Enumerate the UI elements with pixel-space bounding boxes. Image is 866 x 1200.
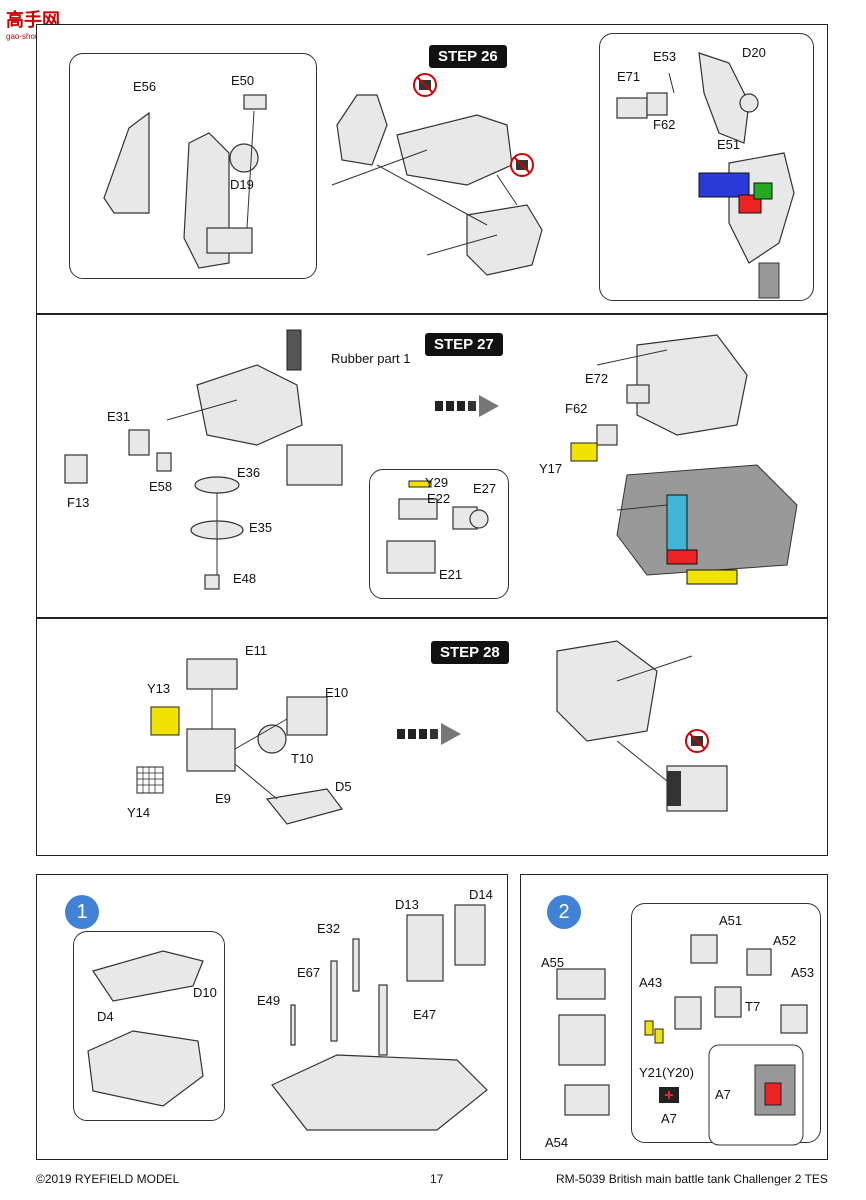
step-26-right-parts	[616, 52, 795, 299]
part-e35: E35	[249, 520, 273, 535]
footer-product: RM-5039 British main battle tank Challen…	[556, 1172, 828, 1186]
part-e72: E72	[585, 371, 609, 386]
sub-panel-1-main-parts	[271, 904, 488, 1131]
step-28-badge: STEP 28	[431, 641, 509, 664]
part-f13: F13	[67, 495, 90, 510]
part-e48: E48	[233, 571, 257, 586]
part-a51: A51	[719, 913, 743, 928]
part-a52: A52	[773, 933, 797, 948]
sub-panel-2-number: 2	[547, 895, 581, 929]
part-t10: T10	[291, 751, 314, 766]
part-a7-label: A7	[661, 1111, 677, 1126]
part-y17: Y17	[539, 461, 563, 476]
step-27-inset-parts	[386, 480, 489, 574]
part-y14: Y14	[127, 805, 151, 820]
sub-panel-1-number: 1	[65, 895, 99, 929]
footer-copyright: ©2019 RYEFIELD MODEL	[36, 1172, 180, 1186]
part-d4: D4	[97, 1009, 114, 1024]
step-26-badge: STEP 26	[429, 45, 507, 68]
step-27-arrow	[435, 395, 499, 417]
part-e11: E11	[245, 643, 268, 658]
part-y29: Y29	[425, 475, 449, 490]
part-e22: E22	[427, 491, 451, 506]
part-f62: F62	[653, 117, 676, 132]
part-a53: A53	[791, 965, 815, 980]
part-a43: A43	[639, 975, 663, 990]
part-e53: E53	[653, 49, 677, 64]
part-e51: E51	[717, 137, 741, 152]
part-d19: D19	[230, 177, 254, 192]
part-e10: E10	[325, 685, 349, 700]
part-y21-y20: Y21(Y20)	[639, 1065, 694, 1080]
step-28-arrow	[397, 723, 461, 745]
part-e49: E49	[257, 993, 281, 1008]
part-e31: E31	[107, 409, 131, 424]
part-a55: A55	[541, 955, 565, 970]
part-d20: D20	[742, 45, 766, 60]
step-27-right-assembly	[570, 334, 798, 585]
step-26-panel: STEP 26 E56 E50 D19	[36, 24, 828, 314]
part-rubber-part-1: Rubber part 1	[331, 351, 411, 366]
part-e58: E58	[149, 479, 173, 494]
sub-panel-1: 1 D10 D4 D13 D14 E32 E67 E47 E49	[36, 874, 508, 1160]
part-e21: E21	[439, 567, 463, 582]
part-e67: E67	[297, 965, 321, 980]
sub-panel-2-parts	[556, 934, 808, 1146]
step-28-right-assembly	[556, 640, 728, 812]
part-d13: D13	[395, 897, 419, 912]
part-e47: E47	[413, 1007, 437, 1022]
sub-panel-1-inset-parts	[87, 950, 204, 1107]
step-28-left-parts	[136, 658, 344, 825]
part-e36: E36	[237, 465, 261, 480]
footer-page-number: 17	[430, 1172, 444, 1186]
part-e27: E27	[473, 481, 497, 496]
step-26-center-assembly	[331, 73, 543, 276]
part-e56: E56	[133, 79, 157, 94]
part-a54: A54	[545, 1135, 569, 1150]
part-d10: D10	[193, 985, 217, 1000]
part-t7: T7	[745, 999, 761, 1014]
part-e50: E50	[231, 73, 255, 88]
part-e32: E32	[317, 921, 341, 936]
part-e71: E71	[617, 69, 641, 84]
part-f62-27: F62	[565, 401, 588, 416]
part-e9: E9	[215, 791, 231, 806]
step-27-badge: STEP 27	[425, 333, 503, 356]
step-26-left-parts	[103, 94, 267, 269]
part-d14: D14	[469, 887, 493, 902]
part-a7-detail: A7	[715, 1087, 731, 1102]
part-y13: Y13	[147, 681, 171, 696]
step-27-inset	[369, 469, 509, 599]
step-28-panel: STEP 28 E11 Y13 E10 T10 Y14 E9 D5	[36, 618, 828, 856]
watermark-sub: gao-shou.com	[6, 32, 57, 41]
part-d5: D5	[335, 779, 352, 794]
sub-panel-2: 2 A51 A52 A55 A43 A53 T7 Y21(Y20) A7 A7 …	[520, 874, 828, 1160]
step-27-panel: STEP 27 Rubber part 1 E31 F13 E58 E36 E3…	[36, 314, 828, 618]
step-27-left-assembly	[64, 329, 343, 590]
